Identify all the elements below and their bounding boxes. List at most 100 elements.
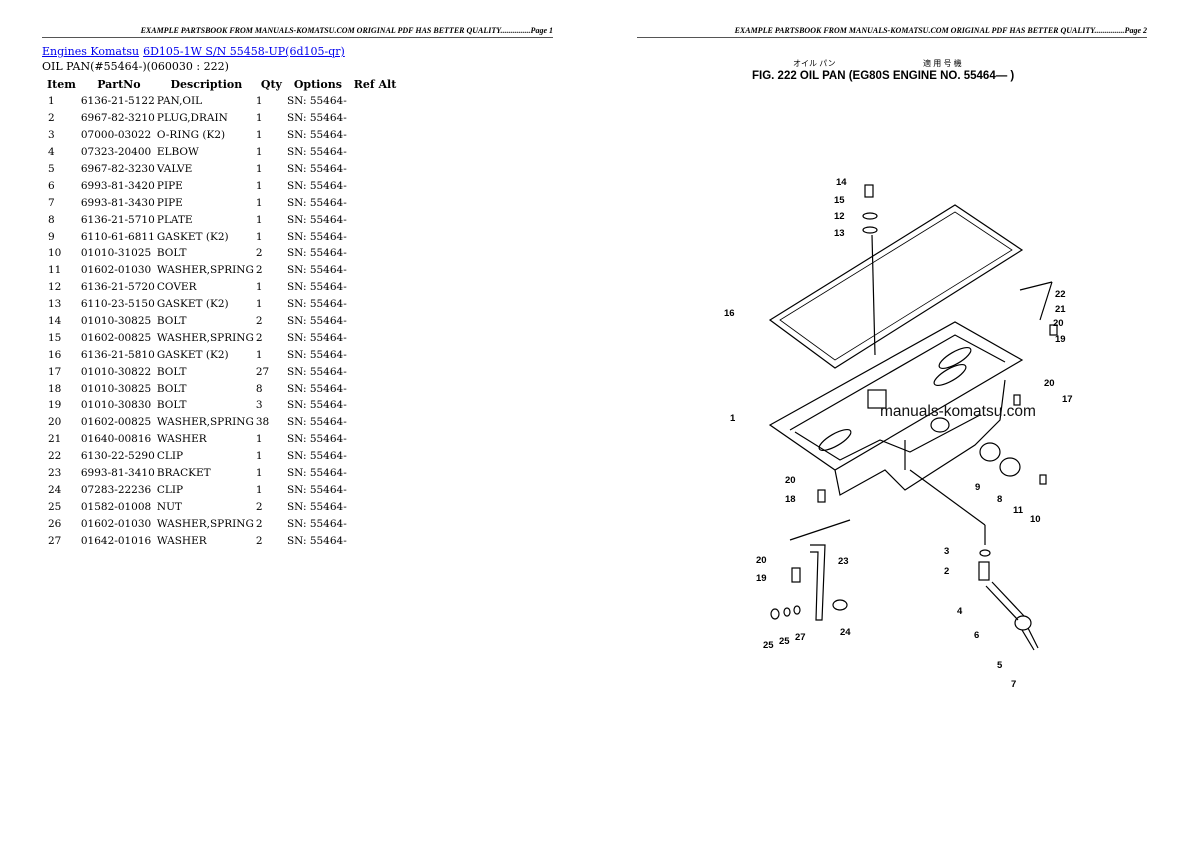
item-number: 3	[48, 129, 55, 142]
callout-label: 19	[1055, 334, 1066, 345]
quantity: 8	[255, 382, 263, 395]
ref-alt	[349, 296, 402, 313]
item-number: 27	[48, 534, 62, 547]
options: SN: 55464-	[286, 247, 347, 260]
ref-alt	[349, 431, 402, 448]
description: BOLT	[156, 365, 187, 378]
part-number: 6110-61-6811	[80, 230, 155, 243]
ref-alt	[349, 245, 402, 262]
ref-alt	[349, 414, 402, 431]
options: SN: 55464-	[286, 230, 347, 243]
item-number: 11	[48, 264, 62, 277]
item-number: 14	[48, 315, 62, 328]
callout-label: 13	[834, 228, 845, 239]
description: CLIP	[156, 483, 184, 496]
part-number: 01602-00825	[80, 331, 152, 344]
callout-label: 20	[756, 555, 767, 566]
part-number: 6967-82-3210	[80, 112, 155, 125]
ref-alt	[349, 465, 402, 482]
item-number: 15	[48, 331, 62, 344]
description: PLATE	[156, 213, 193, 226]
callout-label: 15	[834, 195, 845, 206]
callout-label: 20	[1053, 318, 1064, 329]
item-number: 24	[48, 483, 62, 496]
description: PAN,OIL	[156, 95, 203, 108]
ref-alt	[349, 448, 402, 465]
table-header-row: Item PartNo Description Qty Options Ref …	[42, 77, 401, 93]
item-number: 26	[48, 517, 62, 530]
callout-label: 11	[1013, 505, 1024, 516]
description: NUT	[156, 500, 182, 513]
part-number: 01602-00825	[80, 416, 152, 429]
quantity: 1	[255, 196, 263, 209]
ref-alt	[349, 144, 402, 161]
item-number: 13	[48, 298, 62, 311]
callout-label: 20	[1044, 378, 1055, 389]
header-qty: Qty	[260, 78, 282, 91]
item-number: 10	[48, 247, 62, 260]
description: BOLT	[156, 399, 187, 412]
item-number: 4	[48, 146, 55, 159]
options: SN: 55464-	[286, 517, 347, 530]
header-item: Item	[47, 78, 76, 91]
description: BOLT	[156, 247, 187, 260]
item-number: 20	[48, 416, 62, 429]
callout-label: 7	[1011, 679, 1016, 690]
options: SN: 55464-	[286, 281, 347, 294]
description: WASHER	[156, 433, 207, 446]
options: SN: 55464-	[286, 298, 347, 311]
callout-label: 10	[1030, 514, 1041, 525]
description: COVER	[156, 281, 197, 294]
item-number: 18	[48, 382, 62, 395]
options: SN: 55464-	[286, 179, 347, 192]
item-number: 8	[48, 213, 55, 226]
breadcrumb-link-engines-komatsu[interactable]: Engines Komatsu	[42, 45, 140, 58]
part-number: 6110-23-5150	[80, 298, 155, 311]
options: SN: 55464-	[286, 467, 347, 480]
ref-alt	[349, 380, 402, 397]
callout-label: 4	[957, 606, 963, 617]
callout-label: 23	[838, 556, 849, 567]
item-number: 2	[48, 112, 55, 125]
ref-alt	[349, 194, 402, 211]
ref-alt	[349, 329, 402, 346]
part-number: 01010-30830	[80, 399, 152, 412]
description: WASHER,SPRING	[156, 416, 254, 429]
ref-alt	[349, 110, 402, 127]
callout-label: 5	[997, 660, 1003, 671]
ref-alt	[349, 279, 402, 296]
options: SN: 55464-	[286, 450, 347, 463]
part-number: 6993-81-3430	[80, 196, 155, 209]
item-number: 12	[48, 281, 62, 294]
ref-alt	[349, 363, 402, 380]
part-number: 6136-21-5810	[80, 348, 155, 361]
options: SN: 55464-	[286, 365, 347, 378]
part-number: 01010-31025	[80, 247, 152, 260]
quantity: 38	[255, 416, 270, 429]
breadcrumb-link-model[interactable]: 6D105-1W S/N 55458-UP(6d105-qr)	[143, 45, 345, 58]
quantity: 2	[255, 315, 263, 328]
ref-alt	[349, 93, 402, 110]
oil-pan-diagram: オイル パン 適 用 号 機 FIG. 222 OIL PAN (EG80S E…	[724, 58, 1073, 690]
description: ELBOW	[156, 146, 199, 159]
ref-alt	[349, 211, 402, 228]
ref-alt	[349, 481, 402, 498]
figure-japanese-title-right: 適 用 号 機	[923, 58, 962, 68]
header-description: Description	[170, 78, 243, 91]
description: PIPE	[156, 179, 183, 192]
callout-label: 18	[785, 494, 796, 505]
quantity: 1	[255, 146, 263, 159]
callout-label: 8	[997, 494, 1002, 505]
